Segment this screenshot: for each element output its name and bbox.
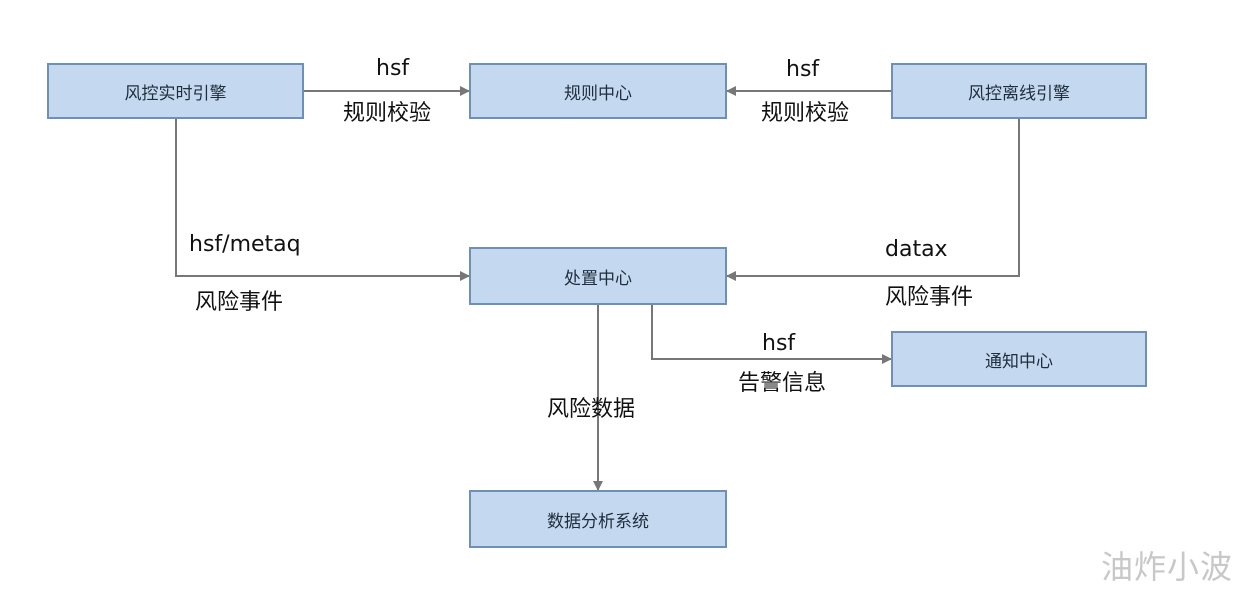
realtime-to-process-purpose: 风险事件 [195,290,284,315]
offline-to-process-purpose: 风险事件 [885,285,974,310]
process-to-notify-protocol: hsf [762,331,796,356]
rule-center-node: 规则中心 [469,63,727,119]
notify-center-node: 通知中心 [891,331,1147,387]
analysis-system-node: 数据分析系统 [469,490,727,548]
offline-engine-label: 风控离线引擎 [968,83,1070,104]
process-to-analysis-label: 风险数据 [547,397,636,422]
offline-to-rule-purpose: 规则校验 [761,101,850,126]
process-center-label: 处置中心 [564,268,632,289]
edge-offline-to-process [726,119,1020,281]
offline-engine-node: 风控离线引擎 [891,63,1147,119]
watermark: 油炸小波 [1101,548,1234,586]
edge-process-to-notify [651,305,892,364]
realtime-to-process-protocol: hsf/metaq [189,232,301,257]
process-center-node: 处置中心 [469,247,727,305]
analysis-system-label: 数据分析系统 [547,511,649,532]
realtime-engine-node: 风控实时引擎 [47,63,304,119]
notify-center-label: 通知中心 [985,351,1053,372]
realtime-to-rule-protocol: hsf [376,56,410,81]
rule-center-label: 规则中心 [564,83,632,104]
realtime-to-rule-purpose: 规则校验 [343,101,432,126]
offline-to-rule-protocol: hsf [786,57,820,82]
process-to-notify-purpose: 告警信息 [738,371,827,396]
edge-realtime-to-process [175,119,470,281]
offline-to-process-protocol: datax [885,237,948,262]
realtime-engine-label: 风控实时引擎 [124,83,227,104]
